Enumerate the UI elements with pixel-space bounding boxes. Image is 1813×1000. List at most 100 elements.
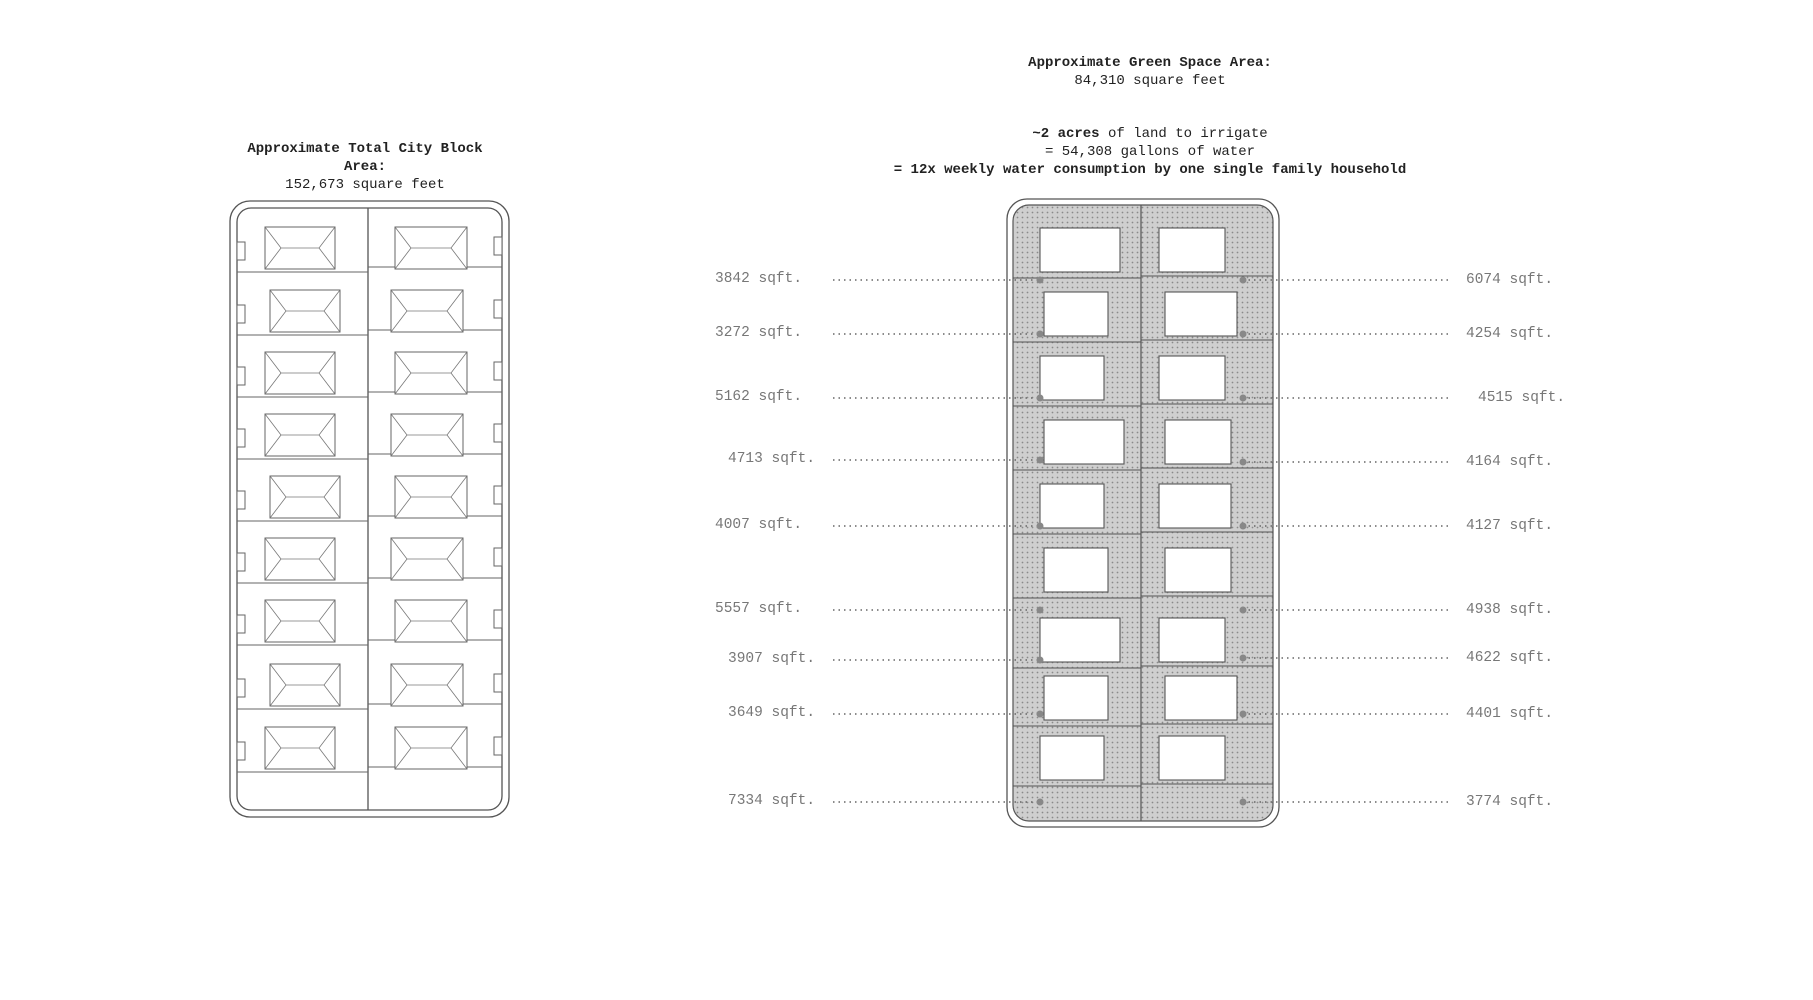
- lot-marker: [1239, 710, 1247, 718]
- lot-marker: [1036, 656, 1044, 664]
- house-footprint: [1164, 291, 1238, 337]
- lot-marker: [1239, 798, 1247, 806]
- lot-marker: [1036, 394, 1044, 402]
- roof-ridge: [450, 620, 468, 643]
- driveway: [493, 423, 503, 443]
- lot-area-label-left: 5557 sqft.: [715, 601, 803, 617]
- lot-marker: [1239, 458, 1247, 466]
- lot-area-label-left: 7334 sqft.: [728, 793, 816, 809]
- green-space-value: 84,310 square feet: [1074, 73, 1226, 89]
- roof-ridge: [318, 558, 336, 581]
- house-footprint: [1043, 547, 1109, 593]
- irrigation-gallons: = 54,308 gallons of water: [1044, 144, 1256, 160]
- lot-area-label-right: 4164 sqft.: [1466, 454, 1554, 470]
- green-space-title-label: Approximate Green Space Area:: [1028, 55, 1272, 71]
- lot-area-label-left: 3907 sqft.: [728, 651, 816, 667]
- irrigation-acres-rest: of land to irrigate: [1099, 126, 1268, 142]
- house-footprint: [1158, 355, 1226, 401]
- green-space-lots: [1013, 227, 1273, 787]
- roof-ridge: [394, 475, 468, 498]
- driveway: [236, 614, 246, 634]
- roof-ridge: [264, 372, 282, 395]
- roof-ridge: [394, 599, 468, 622]
- driveway: [236, 241, 246, 261]
- driveway: [493, 485, 503, 505]
- driveway: [493, 236, 503, 256]
- roof-ridge: [450, 496, 468, 519]
- driveway: [493, 299, 503, 319]
- lot-marker: [1239, 522, 1247, 530]
- house-footprint: [1039, 483, 1105, 529]
- lot-area-label-right: 3774 sqft.: [1466, 794, 1554, 810]
- house-footprint: [1043, 419, 1125, 465]
- lot-area-label-right: 4938 sqft.: [1466, 602, 1554, 618]
- house-footprint: [1039, 227, 1121, 273]
- driveway: [236, 678, 246, 698]
- driveway: [236, 428, 246, 448]
- roof-ridge: [394, 226, 468, 249]
- lot-area-label-right: 4127 sqft.: [1466, 518, 1554, 534]
- roof-ridge: [318, 434, 336, 457]
- driveway: [493, 673, 503, 693]
- lot-area-label-left: 3272 sqft.: [715, 325, 803, 341]
- roof-ridge: [446, 434, 464, 457]
- house-footprint: [1158, 483, 1232, 529]
- lot-marker: [1036, 522, 1044, 530]
- roof-ridge: [394, 620, 412, 643]
- roof-ridge: [446, 310, 464, 333]
- house-footprint: [1043, 675, 1109, 721]
- lot-leader-lines: [833, 276, 1450, 806]
- roof-ridge: [318, 247, 336, 270]
- roof-ridge: [390, 558, 408, 581]
- lot-marker: [1036, 710, 1044, 718]
- house-footprint: [1158, 227, 1226, 273]
- roof-ridge: [446, 684, 464, 707]
- roof-ridge: [323, 684, 341, 707]
- driveway: [236, 366, 246, 386]
- driveway: [236, 741, 246, 761]
- house-footprint: [1164, 419, 1232, 465]
- house-footprint: [1043, 291, 1109, 337]
- roof-ridge: [390, 537, 464, 560]
- lot-area-label-right: 6074 sqft.: [1466, 272, 1554, 288]
- roof-ridge: [264, 351, 336, 374]
- roof-ridge: [390, 434, 408, 457]
- roof-ridge: [450, 747, 468, 770]
- lot-marker: [1036, 330, 1044, 338]
- roof-ridge: [446, 558, 464, 581]
- roof-ridge: [264, 247, 282, 270]
- roof-ridge: [323, 496, 341, 519]
- irrigation-comparison: = 12x weekly water consumption by one si…: [893, 162, 1407, 178]
- roof-ridge: [264, 537, 336, 560]
- lot-marker: [1036, 606, 1044, 614]
- roof-ridge: [394, 372, 412, 395]
- lot-marker: [1036, 276, 1044, 284]
- house-footprint: [1039, 355, 1105, 401]
- irrigation-acres: ~2 acres: [1032, 126, 1100, 142]
- roof-ridge: [390, 310, 408, 333]
- roof-ridge: [269, 684, 287, 707]
- lot-area-label-left: 4713 sqft.: [728, 451, 816, 467]
- lot-marker: [1239, 606, 1247, 614]
- roof-ridge: [264, 599, 336, 622]
- block-area-title-line2: Area:: [343, 159, 386, 175]
- roof-ridge: [264, 434, 282, 457]
- roof-ridge: [264, 726, 336, 749]
- house-footprint: [1158, 617, 1226, 663]
- roof-ridge: [318, 747, 336, 770]
- lot-area-label-right: 4622 sqft.: [1466, 650, 1554, 666]
- house-footprint: [1164, 675, 1238, 721]
- house-footprint: [264, 226, 336, 270]
- roof-ridge: [269, 310, 287, 333]
- roof-ridge: [264, 620, 282, 643]
- city-block-lots: [236, 226, 503, 773]
- lot-area-label-left: 5162 sqft.: [715, 389, 803, 405]
- driveway: [236, 304, 246, 324]
- block-area-title: Approximate Total City Block Area: 152,6…: [220, 140, 510, 194]
- lot-area-label-right: 4515 sqft.: [1478, 390, 1566, 406]
- house-footprint: [269, 663, 341, 707]
- roof-ridge: [264, 558, 282, 581]
- lot-area-label-left: 3842 sqft.: [715, 271, 803, 287]
- roof-ridge: [269, 663, 341, 686]
